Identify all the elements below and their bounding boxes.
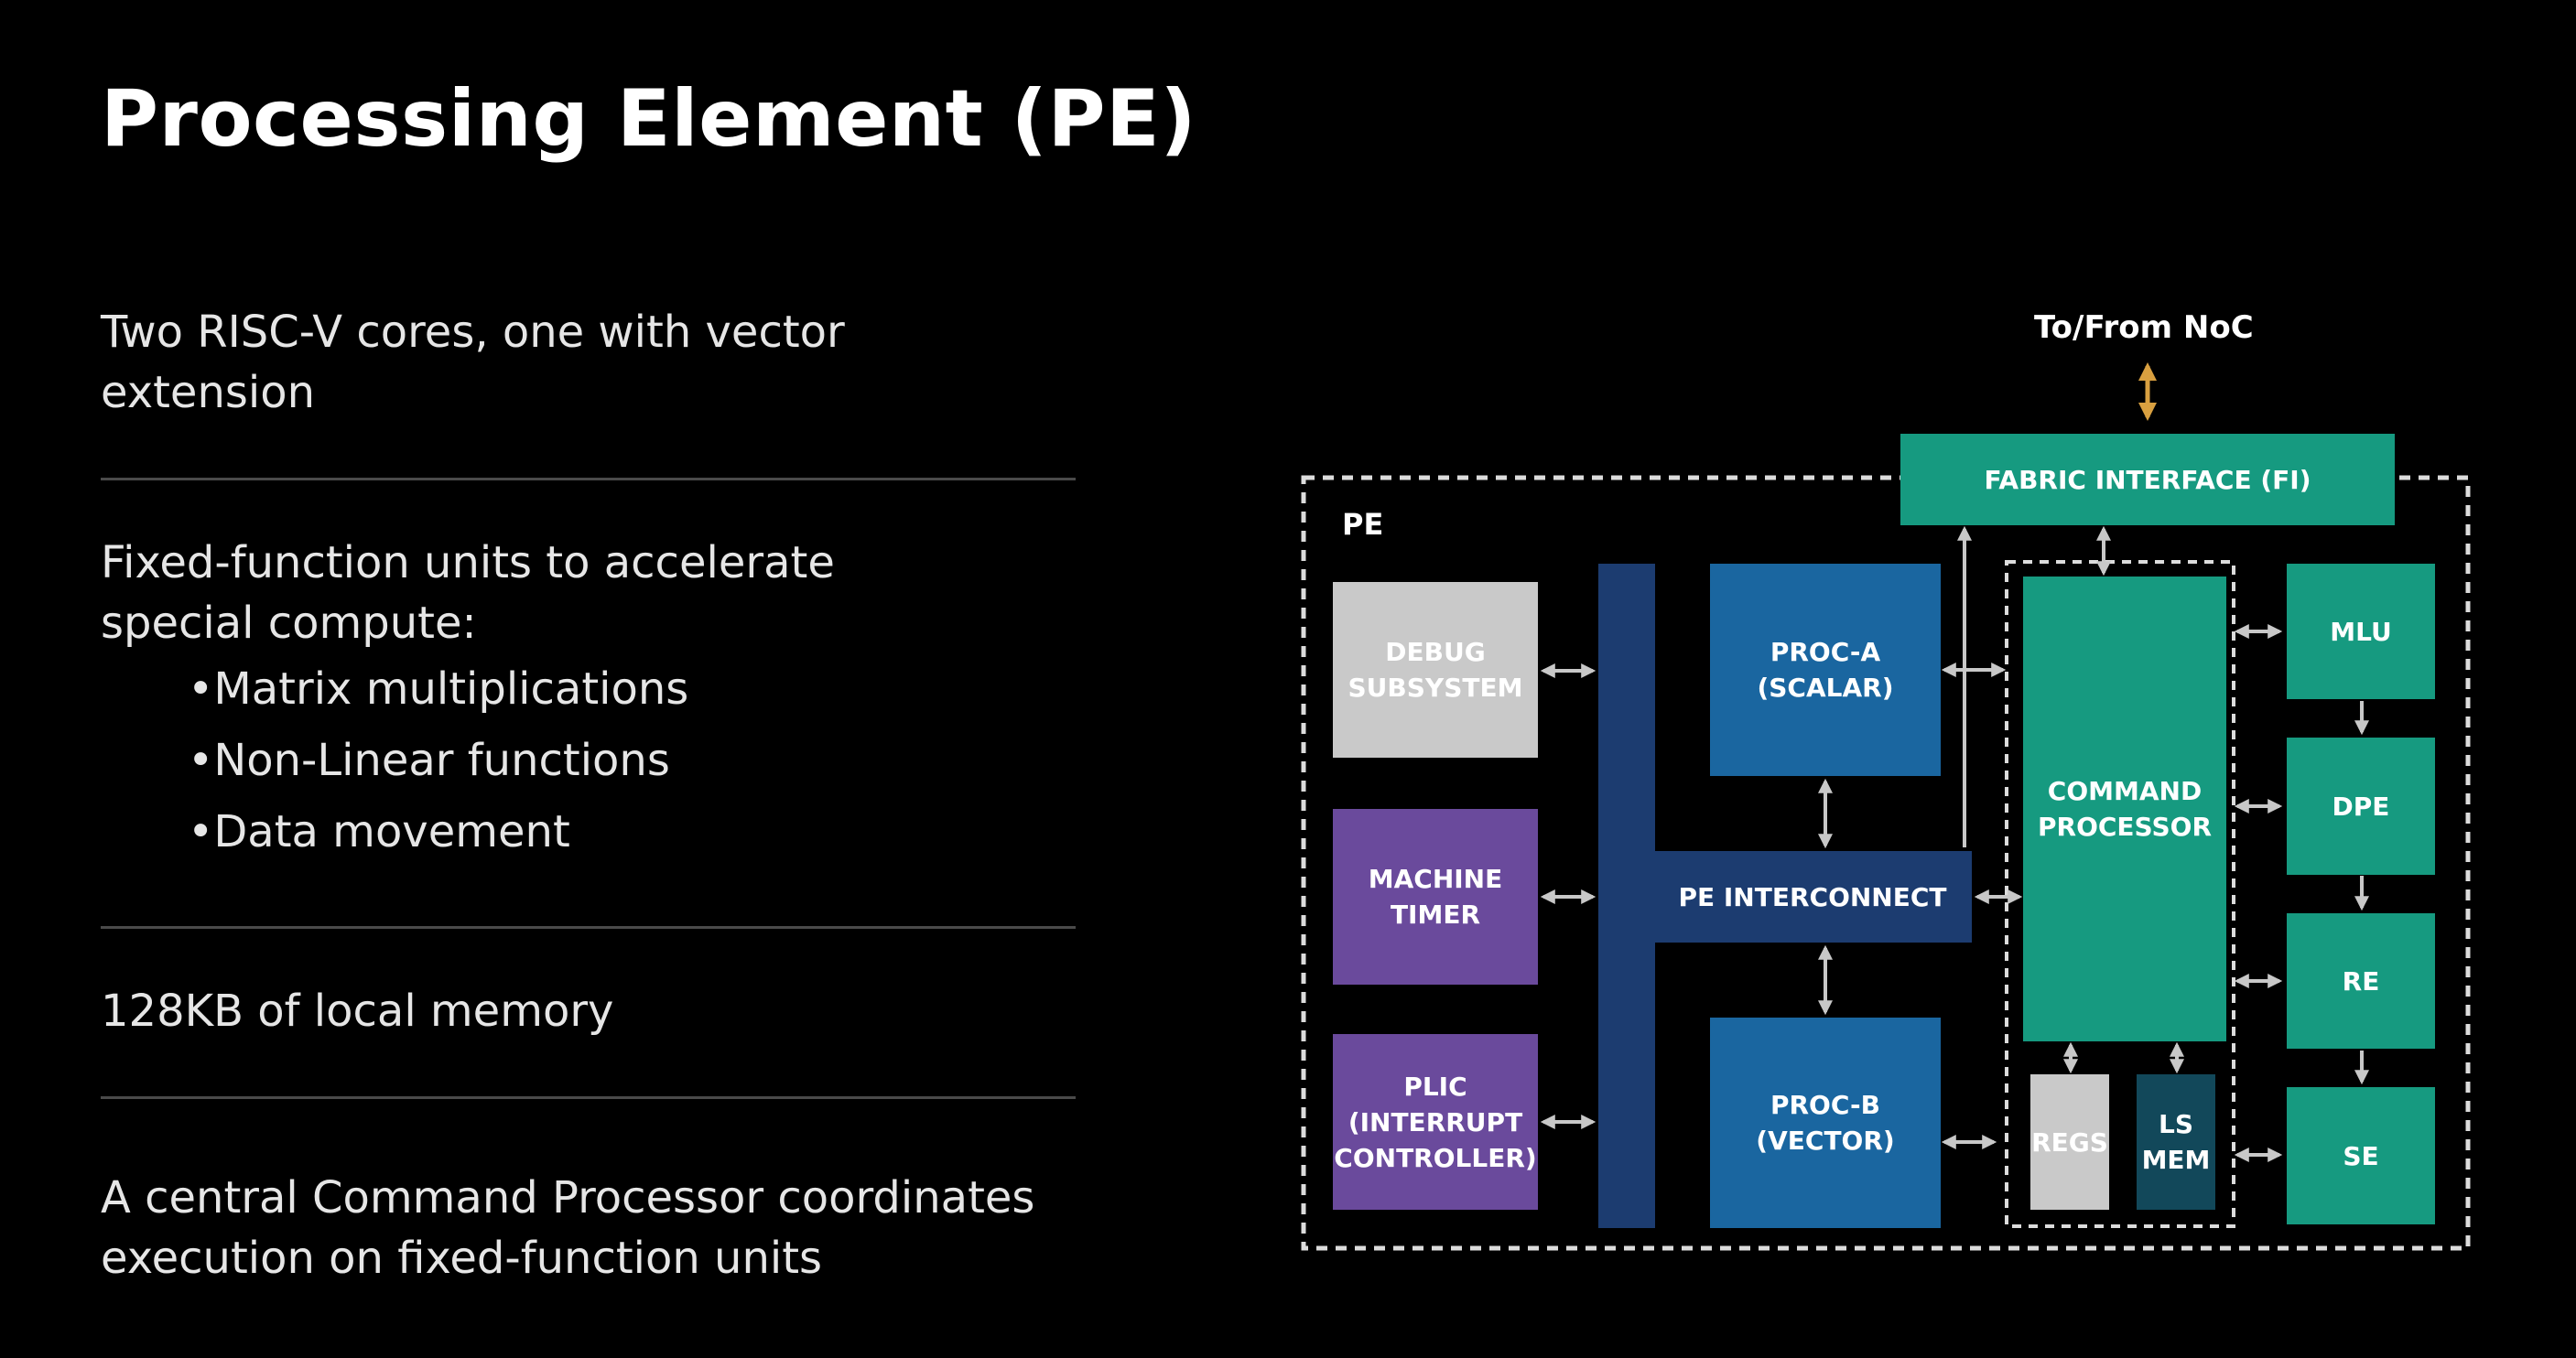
- text-line: execution on fixed-function units: [101, 1233, 823, 1284]
- regs-block: REGS: [2030, 1074, 2109, 1210]
- paragraph-memory: 128KB of local memory: [101, 981, 1089, 1041]
- pe-label: PE: [1342, 507, 1384, 542]
- divider: [101, 926, 1076, 929]
- dpe-block: DPE: [2287, 738, 2435, 875]
- dpe-label: DPE: [2332, 791, 2390, 822]
- re-block: RE: [2287, 913, 2435, 1049]
- se-label: SE: [2343, 1140, 2379, 1171]
- debug-subsystem-block: DEBUG SUBSYSTEM: [1333, 582, 1538, 758]
- noc-label: To/From NoC: [2034, 309, 2254, 346]
- mlu-block: MLU: [2287, 564, 2435, 699]
- proc-a-block: PROC-A (SCALAR): [1710, 564, 1941, 776]
- machine-timer-block: MACHINE TIMER: [1333, 809, 1538, 985]
- text-line: Fixed-function units to accelerate: [101, 537, 835, 588]
- fabric-interface-block: FABRIC INTERFACE (FI): [1900, 434, 2395, 525]
- proc-b-block: PROC-B (VECTOR): [1710, 1018, 1941, 1228]
- debug-subsystem-label: DEBUG SUBSYSTEM: [1348, 637, 1523, 703]
- paragraph-fixed-function: Fixed-function units to accelerate speci…: [101, 533, 1089, 868]
- command-processor-block: COMMAND PROCESSOR: [2023, 577, 2226, 1041]
- pe-interconnect-label: PE INTERCONNECT: [1678, 881, 1947, 912]
- pe-interconnect-block: PE INTERCONNECT: [1598, 851, 1972, 943]
- ls-mem-block: LS MEM: [2137, 1074, 2215, 1210]
- paragraph-command-processor: A central Command Processor coordinates …: [101, 1168, 1089, 1288]
- proc-a-label: PROC-A (SCALAR): [1757, 637, 1894, 703]
- plic-block: PLIC (INTERRUPT CONTROLLER): [1333, 1034, 1538, 1210]
- plic-label: PLIC (INTERRUPT CONTROLLER): [1334, 1071, 1537, 1173]
- text-line: 128KB of local memory: [101, 986, 614, 1037]
- text-line: A central Command Processor coordinates: [101, 1172, 1035, 1223]
- regs-label: REGS: [2031, 1126, 2108, 1158]
- list-item: •Non-Linear functions: [188, 735, 670, 786]
- list-item: •Data movement: [188, 806, 570, 857]
- divider: [101, 1096, 1076, 1099]
- list-item: •Matrix multiplications: [188, 663, 689, 715]
- command-processor-label: COMMAND PROCESSOR: [2038, 776, 2212, 842]
- re-label: RE: [2342, 965, 2380, 997]
- text-line: extension: [101, 367, 315, 418]
- pe-boundary: [1301, 475, 2471, 1251]
- se-block: SE: [2287, 1087, 2435, 1224]
- machine-timer-label: MACHINE TIMER: [1368, 864, 1503, 930]
- slide-title: Processing Element (PE): [101, 73, 1197, 165]
- fabric-interface-label: FABRIC INTERFACE (FI): [1984, 464, 2311, 495]
- text-line: special compute:: [101, 598, 477, 649]
- divider: [101, 478, 1076, 480]
- mlu-label: MLU: [2330, 616, 2392, 647]
- paragraph-cores: Two RISC-V cores, one with vector extens…: [101, 302, 1089, 423]
- text-line: Two RISC-V cores, one with vector: [101, 307, 845, 358]
- ls-mem-label: LS MEM: [2141, 1109, 2211, 1175]
- proc-b-label: PROC-B (VECTOR): [1756, 1090, 1895, 1156]
